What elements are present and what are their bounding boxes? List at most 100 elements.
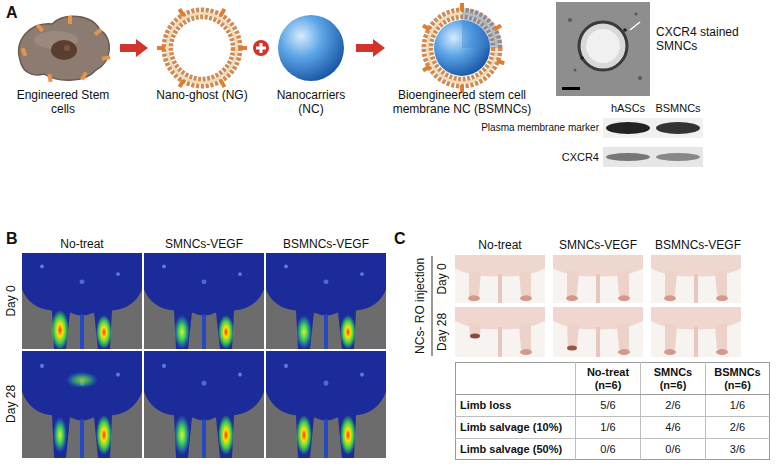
column-header: BSMNCs-VEGF xyxy=(266,238,386,252)
perfusion-signal xyxy=(218,415,234,455)
perfusion-signal xyxy=(340,315,356,349)
process-arrow xyxy=(356,39,385,57)
table-cell: 1/6 xyxy=(576,421,640,434)
tem-image xyxy=(556,2,650,96)
limb-photo xyxy=(455,255,545,303)
perfusion-signal xyxy=(296,415,312,455)
tem-particle xyxy=(579,22,627,70)
cell-body xyxy=(19,16,110,80)
receptor xyxy=(178,79,185,88)
table-header: No-treat (n=6) xyxy=(576,366,640,391)
receptor xyxy=(102,55,111,60)
receptor xyxy=(94,28,103,36)
table-cell: 0/6 xyxy=(576,443,640,456)
receptor xyxy=(422,24,431,31)
table-rule xyxy=(455,416,770,417)
blot-band xyxy=(606,122,650,134)
table-row-label: Limb salvage (50%) xyxy=(460,443,574,456)
table-header: SMNCs (n=6) xyxy=(641,366,705,391)
table-grid xyxy=(455,362,770,460)
lipid-tails xyxy=(168,14,237,83)
band-label: CXCR4 xyxy=(535,151,599,164)
cutaway xyxy=(462,8,502,48)
panel-letter: A xyxy=(6,4,28,22)
perfusion-image xyxy=(266,351,386,458)
tem-speck xyxy=(568,18,572,22)
table-header: BSMNCs (n=6) xyxy=(706,366,769,391)
perfusion-image xyxy=(22,253,142,349)
tem-gold-dot xyxy=(623,28,627,32)
tem-speck xyxy=(634,12,637,15)
column-header: No-treat xyxy=(22,238,142,252)
receptor xyxy=(21,48,27,57)
receptor xyxy=(239,46,247,50)
receptor xyxy=(496,59,505,65)
table-row-label: Limb loss xyxy=(460,399,574,412)
perfusion-signal xyxy=(174,415,190,455)
perfusion-signal xyxy=(218,315,234,349)
band-label: Plasma membrane marker xyxy=(470,122,599,134)
table-rule xyxy=(455,438,770,439)
table-row-label: Limb salvage (10%) xyxy=(460,421,574,434)
tem-background xyxy=(556,2,650,96)
perfusion-signal xyxy=(96,415,112,455)
receptor xyxy=(219,79,226,88)
receptor xyxy=(157,46,165,50)
row-label: Day 0 xyxy=(5,285,19,316)
table-rule xyxy=(575,362,576,460)
table-cell: 2/6 xyxy=(706,421,769,434)
limb-photo xyxy=(651,255,741,303)
blot-strip xyxy=(603,147,703,167)
receptor xyxy=(219,8,226,17)
nano-ghost-illustration xyxy=(157,8,247,88)
limb-photos xyxy=(432,255,741,357)
receptor xyxy=(47,74,52,83)
perfusion-signal xyxy=(96,315,112,349)
receptor xyxy=(493,24,502,31)
perfusion-image xyxy=(144,351,264,458)
western-blot xyxy=(603,118,703,167)
image-caption: CXCR4 stained SMNCs xyxy=(656,26,748,54)
blot-band xyxy=(656,122,700,134)
lane-label: hASCs xyxy=(601,102,655,115)
perfusion-signal xyxy=(296,315,312,349)
table-cell: 1/6 xyxy=(706,399,769,412)
perfusion-signal xyxy=(53,417,67,453)
tem-gold-dot xyxy=(580,56,584,60)
stem-cell-illustration xyxy=(19,16,111,82)
stage-node: Bioengineered stem cell membrane NC (BSM… xyxy=(387,8,537,117)
column-header: SMNCs-VEGF xyxy=(144,238,264,252)
stage-node: Nanocarriers (NC) xyxy=(268,8,354,117)
group-label: NCs- RO injection xyxy=(414,258,428,354)
perfusion-signal xyxy=(340,415,356,455)
bsmnc-illustration xyxy=(422,3,505,93)
lipid-heads xyxy=(164,10,240,86)
perfusion-signal xyxy=(174,315,190,349)
limb-photo xyxy=(553,255,643,303)
column-header: BSMNCs-VEGF xyxy=(648,239,748,253)
table-rule xyxy=(705,362,706,460)
table-cell: 3/6 xyxy=(706,443,769,456)
tem-speck xyxy=(574,69,577,72)
column-header: SMNCs-VEGF xyxy=(551,239,645,253)
stage-node: Engineered Stem cells xyxy=(8,8,118,117)
perfusion-images xyxy=(22,253,386,458)
table-rule xyxy=(455,394,770,395)
blot-band xyxy=(606,153,650,161)
receptor xyxy=(36,24,44,33)
table-cell: 4/6 xyxy=(641,421,705,434)
blot-band xyxy=(656,153,700,161)
perfusion-signal xyxy=(51,310,69,350)
plus-symbol xyxy=(253,40,269,56)
stage-caption: Bioengineered stem cell membrane NC (BSM… xyxy=(387,88,537,117)
plus-circle xyxy=(253,40,269,56)
plus-bar xyxy=(260,43,263,53)
process-arrow xyxy=(120,39,148,57)
scale-bar xyxy=(562,87,580,90)
cell-nucleolus xyxy=(64,45,70,51)
perfusion-image xyxy=(22,351,142,458)
receptor xyxy=(178,8,185,17)
perfusion-signal xyxy=(66,372,98,388)
